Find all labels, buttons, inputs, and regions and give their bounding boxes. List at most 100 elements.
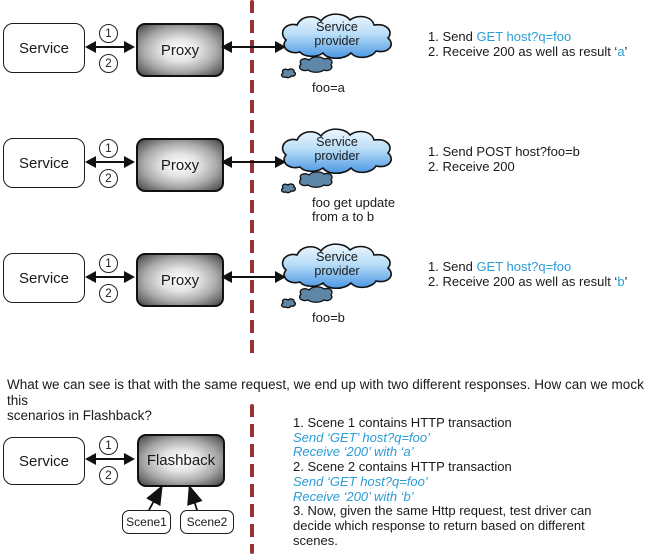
step-1-badge: 1 bbox=[99, 436, 118, 455]
divider-dashed-bottom bbox=[250, 404, 254, 554]
cloud-label: Service provider bbox=[287, 250, 387, 278]
proxy-label: Proxy bbox=[160, 156, 200, 174]
arrowhead-right-icon bbox=[124, 156, 135, 168]
state-note-line2: from a to b bbox=[312, 209, 375, 224]
service-provider-cloud-icon bbox=[280, 243, 392, 309]
arrowhead-right-icon bbox=[275, 156, 286, 168]
service-label: Service bbox=[18, 39, 70, 57]
arrowhead-left-icon bbox=[221, 271, 232, 283]
scene1-box: Scene1 bbox=[122, 510, 171, 534]
step-text: 2. Receive 200 as well as result ‘ bbox=[428, 44, 618, 59]
note-line-1: 1. Scene 1 contains HTTP transaction bbox=[293, 415, 512, 430]
cloud-label-line2: provider bbox=[314, 264, 360, 278]
service-provider-cloud-icon bbox=[280, 128, 392, 194]
arrowhead-left-icon bbox=[221, 41, 232, 53]
note-line-8: decide which response to return based on… bbox=[293, 517, 585, 533]
step-text: 1. Send bbox=[428, 29, 477, 44]
cloud-label: Service provider bbox=[287, 135, 387, 163]
arrow-shaft bbox=[92, 458, 128, 460]
flashback-label: Flashback bbox=[146, 452, 216, 469]
arrow-shaft bbox=[92, 46, 128, 48]
scene2-arrow-icon bbox=[187, 484, 203, 511]
transaction-steps: 1. Send POST host?foo=b 2. Receive 200 bbox=[428, 144, 580, 174]
proxy-box: Proxy bbox=[136, 138, 224, 192]
arrow-shaft bbox=[228, 276, 279, 278]
transaction-row-2: Service 1 2 Proxy Service provider foo g… bbox=[0, 115, 666, 230]
arrowhead-right-icon bbox=[124, 271, 135, 283]
arrowhead-right-icon bbox=[124, 453, 135, 465]
double-arrow-service-proxy bbox=[85, 271, 135, 283]
scene-arrows bbox=[146, 484, 203, 511]
service-provider-cloud-icon bbox=[280, 13, 392, 79]
arrowhead-right-icon bbox=[275, 41, 286, 53]
arrowhead-left-icon bbox=[221, 156, 232, 168]
double-arrow-service-proxy bbox=[85, 156, 135, 168]
service-box: Service bbox=[3, 437, 85, 485]
flashback-notes: 1. Scene 1 contains HTTP transaction Sen… bbox=[293, 415, 592, 548]
double-arrow-service-proxy bbox=[85, 41, 135, 53]
proxy-box: Proxy bbox=[136, 253, 224, 307]
step-2-badge: 2 bbox=[99, 169, 118, 188]
service-label: Service bbox=[18, 452, 70, 470]
arrowhead-left-icon bbox=[85, 41, 96, 53]
double-arrow-proxy-provider bbox=[221, 271, 286, 283]
double-arrow-proxy-provider bbox=[221, 41, 286, 53]
state-note: foo=a bbox=[312, 81, 345, 95]
cloud-label: Service provider bbox=[287, 20, 387, 48]
note-line-7: 3. Now, given the same Http request, tes… bbox=[293, 503, 592, 519]
service-label: Service bbox=[18, 154, 70, 172]
cloud-label-line1: Service bbox=[316, 20, 358, 34]
scene2-label: Scene2 bbox=[186, 515, 228, 529]
step-text: ’ bbox=[624, 44, 628, 59]
note-line-6: Receive ‘200’ with ‘b’ bbox=[293, 488, 414, 504]
note-line-9: scenes. bbox=[293, 532, 338, 548]
arrow-shaft bbox=[228, 46, 279, 48]
step-line-1: 1. Send POST host?foo=b bbox=[428, 144, 580, 159]
cloud-label-line2: provider bbox=[314, 34, 360, 48]
flashback-box: Flashback bbox=[137, 434, 225, 487]
note-line-5: Send ‘GET host?q=foo’ bbox=[293, 473, 428, 489]
step-text: 1. Send POST host?foo=b bbox=[428, 144, 580, 159]
transaction-row-3: Service 1 2 Proxy Service provider foo=b bbox=[0, 230, 666, 345]
thought-bubble-icon bbox=[298, 56, 333, 73]
step-text: 2. Receive 200 bbox=[428, 159, 515, 174]
step-text: ’ bbox=[624, 274, 628, 289]
state-note: foo=b bbox=[312, 311, 345, 325]
step-1-badge: 1 bbox=[99, 24, 118, 43]
scene2-box: Scene2 bbox=[180, 510, 234, 534]
arrowhead-left-icon bbox=[85, 453, 96, 465]
double-arrow-proxy-provider bbox=[221, 156, 286, 168]
transaction-steps: 1. Send GET host?q=foo 2. Receive 200 as… bbox=[428, 259, 627, 289]
service-box: Service bbox=[3, 23, 85, 73]
arrow-shaft bbox=[92, 161, 128, 163]
thought-bubble-small-icon bbox=[280, 298, 297, 309]
cloud-label-line1: Service bbox=[316, 135, 358, 149]
arrowhead-right-icon bbox=[275, 271, 286, 283]
arrow-shaft bbox=[92, 276, 128, 278]
step-line-2: 2. Receive 200 bbox=[428, 159, 580, 174]
step-text-highlight: GET host?q=foo bbox=[476, 259, 572, 274]
state-note: foo get update from a to b bbox=[312, 196, 395, 224]
note-line-4: 2. Scene 2 contains HTTP transaction bbox=[293, 459, 512, 475]
state-note-line1: foo get update bbox=[312, 195, 396, 210]
cloud-shape bbox=[281, 243, 392, 290]
step-2-badge: 2 bbox=[99, 284, 118, 303]
arrowhead-right-icon bbox=[124, 41, 135, 53]
divider-dashed-top bbox=[250, 0, 254, 358]
step-2-badge: 2 bbox=[99, 54, 118, 73]
question-paragraph: What we can see is that with the same re… bbox=[7, 377, 655, 424]
question-line1: What we can see is that with the same re… bbox=[7, 377, 644, 408]
step-text-highlight: GET host?q=foo bbox=[476, 29, 572, 44]
step-1-badge: 1 bbox=[99, 254, 118, 273]
step-line-1: 1. Send GET host?q=foo bbox=[428, 259, 627, 274]
step-text: 1. Send bbox=[428, 259, 477, 274]
scene1-arrow-icon bbox=[146, 484, 163, 511]
thought-bubble-icon bbox=[298, 286, 333, 303]
service-box: Service bbox=[3, 253, 85, 303]
cloud-label-line1: Service bbox=[316, 250, 358, 264]
cloud-shape bbox=[281, 128, 392, 175]
arrow-shaft bbox=[228, 161, 279, 163]
arrowhead-left-icon bbox=[85, 156, 96, 168]
service-label: Service bbox=[18, 269, 70, 287]
